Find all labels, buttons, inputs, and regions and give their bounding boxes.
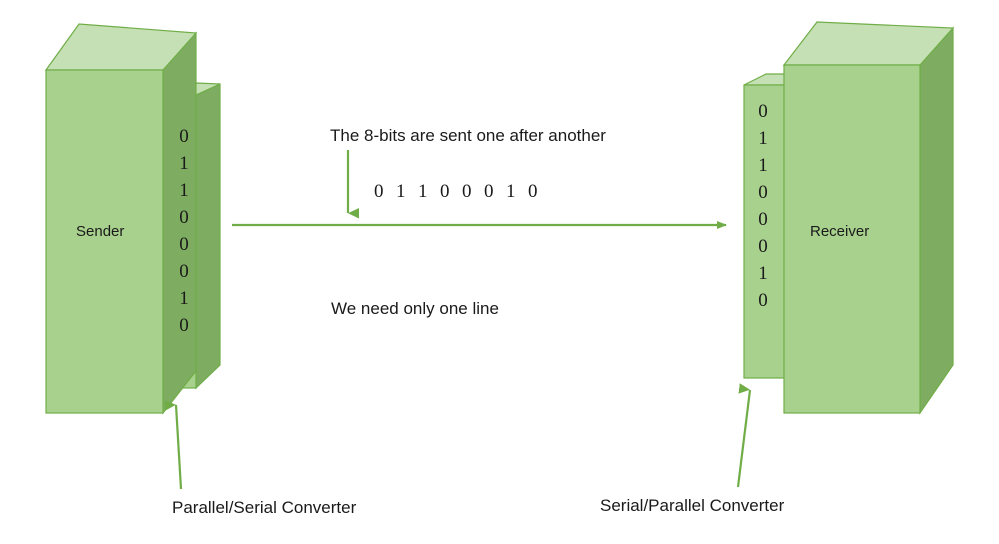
- bit: 0: [179, 207, 189, 228]
- parallel-serial-converter-label: Parallel/Serial Converter: [172, 498, 357, 517]
- bit: 0: [758, 236, 768, 257]
- parallel-serial-converter-arrow: [164, 400, 183, 490]
- receiver-box: [782, 21, 955, 415]
- sender-box: [44, 23, 198, 415]
- bit: 0: [758, 101, 768, 122]
- receiver-label: Receiver: [810, 223, 870, 240]
- receiver-register-box: [743, 73, 791, 379]
- bit: 0: [179, 261, 189, 282]
- bit: 1: [179, 180, 189, 201]
- sender-label: Sender: [76, 223, 125, 240]
- serial-parallel-converter-label: Serial/Parallel Converter: [600, 496, 785, 515]
- receiver-register-bits: 0 1 1 0 0 0 1 0: [752, 98, 774, 314]
- bit: 0: [758, 209, 768, 230]
- sender-register-bits: 0 1 1 0 0 0 1 0: [173, 123, 195, 339]
- bit: 1: [758, 128, 768, 149]
- bit: 0: [758, 290, 768, 311]
- line-note: We need only one line: [331, 299, 499, 318]
- bit: 1: [758, 155, 768, 176]
- serial-parallel-converter-arrow: [736, 383, 752, 488]
- top-note: The 8-bits are sent one after another: [330, 126, 606, 145]
- bit: 0: [179, 315, 189, 336]
- bit: 0: [179, 126, 189, 147]
- serial-stream-bits: 0 1 1 0 0 0 1 0: [374, 181, 539, 202]
- bit: 0: [758, 182, 768, 203]
- bit: 1: [758, 263, 768, 284]
- bit: 1: [179, 153, 189, 174]
- bit: 1: [179, 288, 189, 309]
- bit: 0: [179, 234, 189, 255]
